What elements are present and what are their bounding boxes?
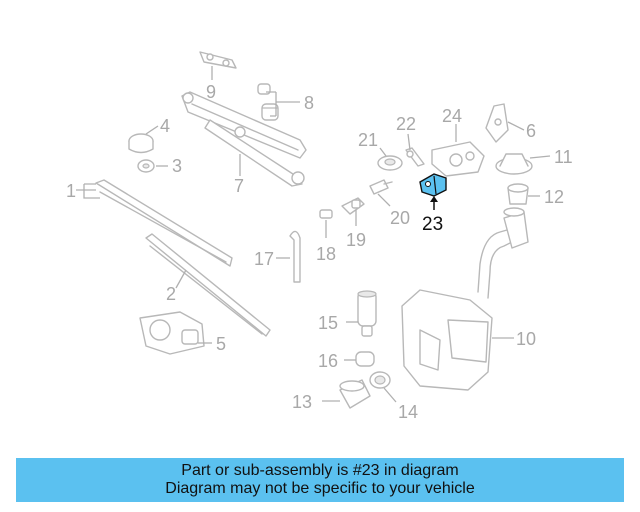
callout-13: 13 xyxy=(292,392,312,412)
arrowhead-23 xyxy=(430,196,438,202)
part-7-wiper-linkage xyxy=(181,91,307,187)
callout-5: 5 xyxy=(216,334,226,354)
part-9-bracket xyxy=(199,51,237,69)
callout-23-highlighted: 23 xyxy=(422,214,443,235)
part-13-pump-motor xyxy=(339,379,371,409)
part-12-filler-cap xyxy=(507,183,529,205)
part-4-cap xyxy=(128,133,154,154)
callout-19: 19 xyxy=(346,230,366,250)
callout-7: 7 xyxy=(234,176,244,196)
callout-9: 9 xyxy=(206,82,216,102)
part-14-seal-ring xyxy=(369,371,391,389)
part-10-washer-reservoir xyxy=(401,207,529,391)
callout-20: 20 xyxy=(390,208,410,228)
callout-12: 12 xyxy=(544,187,564,207)
part-2-wiper-blade xyxy=(145,233,271,337)
callout-4: 4 xyxy=(160,116,170,136)
callout-2: 2 xyxy=(166,284,176,304)
info-banner: Part or sub-assembly is #23 in diagram D… xyxy=(16,458,624,502)
callout-15: 15 xyxy=(318,313,338,333)
part-5-wiper-motor xyxy=(139,311,205,355)
part-8-grommet xyxy=(257,83,279,121)
callout-16: 16 xyxy=(318,351,338,371)
part-24-nozzle-housing xyxy=(431,141,485,177)
callout-17: 17 xyxy=(254,249,274,269)
callout-11: 11 xyxy=(554,147,573,167)
callout-21: 21 xyxy=(358,130,378,150)
part-21-washer-base xyxy=(377,155,403,171)
banner-line-2: Diagram may not be specific to your vehi… xyxy=(165,480,475,497)
leader-lines xyxy=(76,66,551,403)
callout-22: 22 xyxy=(396,114,416,134)
part-1-wiper-arm xyxy=(95,179,233,267)
callout-3: 3 xyxy=(172,156,182,176)
part-6-bracket xyxy=(485,103,509,143)
part-17-hose xyxy=(289,230,301,283)
callout-6: 6 xyxy=(526,121,536,141)
part-20-check-valve xyxy=(369,179,393,195)
part-19-nozzle xyxy=(341,197,365,215)
callout-10: 10 xyxy=(516,329,536,349)
part-11-cap xyxy=(495,153,533,175)
callout-18: 18 xyxy=(316,244,336,264)
part-15-washer-pump xyxy=(357,290,377,337)
part-3-nut xyxy=(137,159,155,173)
part-23-highlighted[interactable] xyxy=(419,173,447,197)
callout-24: 24 xyxy=(442,106,462,126)
part-18-clip xyxy=(319,209,333,219)
banner-line-1: Part or sub-assembly is #23 in diagram xyxy=(181,462,459,479)
part-16-grommet xyxy=(355,351,375,367)
callout-8: 8 xyxy=(304,93,314,113)
callout-1: 1 xyxy=(66,181,76,201)
callout-numbers: 1 2 3 4 5 6 7 8 9 10 11 12 13 14 15 16 1… xyxy=(66,82,573,422)
part-22-hose-fitting xyxy=(405,147,425,167)
callout-14: 14 xyxy=(398,402,418,422)
